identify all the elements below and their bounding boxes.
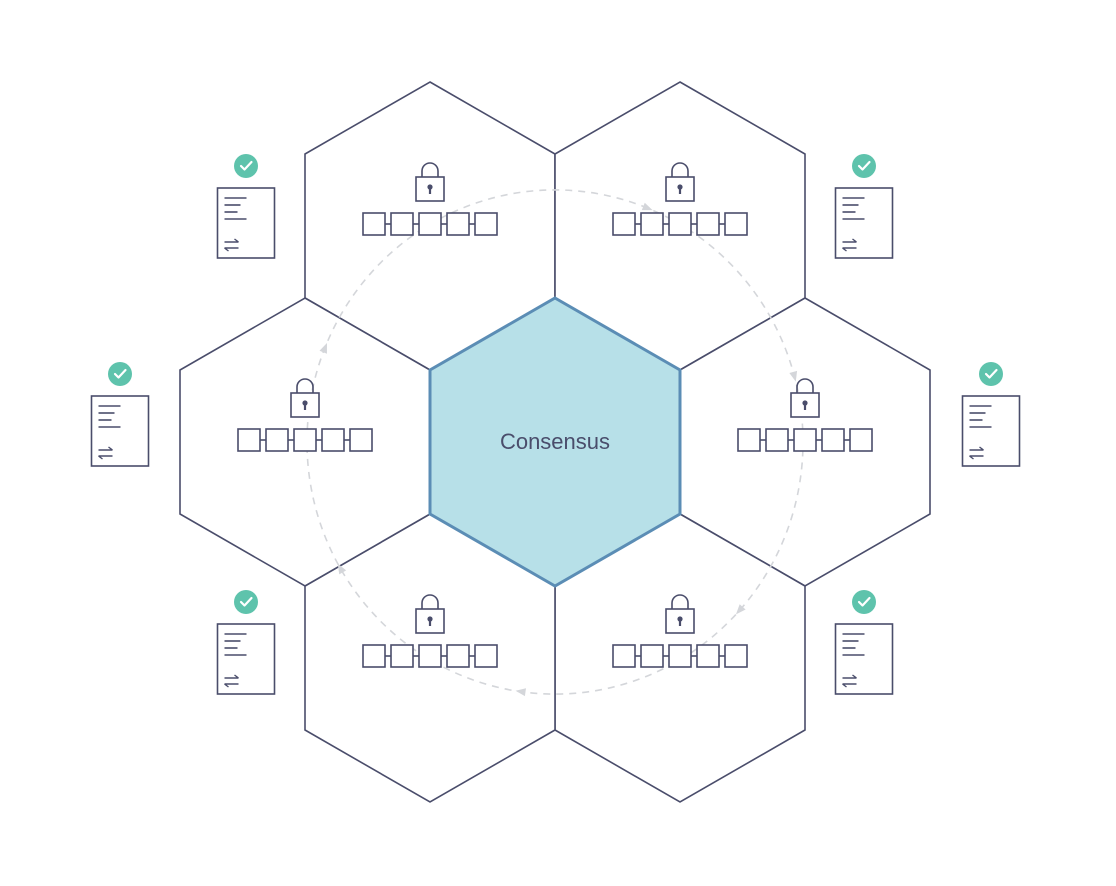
- consensus-hexagon: [428, 296, 682, 588]
- check-icon: [108, 362, 132, 386]
- block-icon: [446, 644, 470, 668]
- transaction-top-right: [834, 154, 894, 259]
- lock-icon: [290, 378, 320, 418]
- block-icon: [418, 212, 442, 236]
- block-icon: [362, 644, 386, 668]
- swap-arrows-icon: [842, 674, 857, 688]
- block-icon: [418, 644, 442, 668]
- lock-icon: [415, 594, 445, 634]
- node-bottom-right: [612, 594, 748, 668]
- block-icon: [737, 428, 761, 452]
- block-icon: [237, 428, 261, 452]
- node-middle-right: [737, 378, 873, 452]
- transaction-bottom-left: [216, 590, 276, 695]
- document-icon: [90, 395, 150, 467]
- transaction-top-left: [216, 154, 276, 259]
- block-chain: [612, 644, 748, 668]
- block-icon: [640, 644, 664, 668]
- block-icon: [821, 428, 845, 452]
- block-icon: [849, 428, 873, 452]
- check-icon: [234, 154, 258, 178]
- block-icon: [474, 212, 498, 236]
- block-icon: [765, 428, 789, 452]
- lock-icon: [665, 162, 695, 202]
- swap-arrows-icon: [224, 674, 239, 688]
- node-middle-left: [237, 378, 373, 452]
- block-icon: [362, 212, 386, 236]
- cycle-arrow-4: [515, 688, 527, 697]
- cycle-arrows: [319, 202, 798, 697]
- document-icon: [961, 395, 1021, 467]
- cycle-arrow-2: [789, 370, 798, 382]
- swap-arrows-icon: [842, 238, 857, 252]
- document-icon: [834, 187, 894, 259]
- block-chain: [362, 644, 498, 668]
- node-contents: [237, 162, 873, 668]
- transaction-bottom-right: [834, 590, 894, 695]
- lock-icon: [790, 378, 820, 418]
- document-icon: [834, 623, 894, 695]
- node-top-right: [612, 162, 748, 236]
- transaction-middle-left: [90, 362, 150, 467]
- swap-arrows-icon: [98, 446, 113, 460]
- transaction-documents: [90, 154, 1021, 695]
- check-icon: [852, 590, 876, 614]
- transaction-middle-right: [961, 362, 1021, 467]
- block-icon: [474, 644, 498, 668]
- block-icon: [321, 428, 345, 452]
- block-icon: [612, 212, 636, 236]
- node-bottom-left: [362, 594, 498, 668]
- block-icon: [265, 428, 289, 452]
- swap-arrows-icon: [969, 446, 984, 460]
- block-chain: [612, 212, 748, 236]
- node-top-left: [362, 162, 498, 236]
- lock-icon: [665, 594, 695, 634]
- lock-icon: [415, 162, 445, 202]
- block-icon: [696, 212, 720, 236]
- block-icon: [724, 644, 748, 668]
- block-icon: [793, 428, 817, 452]
- cycle-arrow-5: [337, 563, 347, 575]
- block-icon: [612, 644, 636, 668]
- block-icon: [668, 212, 692, 236]
- block-icon: [446, 212, 470, 236]
- consensus-label: Consensus: [500, 429, 610, 454]
- cycle-arrow-6: [319, 342, 327, 354]
- swap-arrows-icon: [224, 238, 239, 252]
- block-chain: [362, 212, 498, 236]
- cycle-arrow-1: [641, 202, 653, 211]
- block-chain: [237, 428, 373, 452]
- cycle-arrow-3: [735, 604, 746, 615]
- block-icon: [293, 428, 317, 452]
- block-icon: [640, 212, 664, 236]
- document-icon: [216, 187, 276, 259]
- check-icon: [234, 590, 258, 614]
- check-icon: [852, 154, 876, 178]
- check-icon: [979, 362, 1003, 386]
- document-icon: [216, 623, 276, 695]
- block-chain: [737, 428, 873, 452]
- block-icon: [390, 212, 414, 236]
- block-icon: [696, 644, 720, 668]
- block-icon: [668, 644, 692, 668]
- consensus-center: Consensus: [428, 296, 682, 588]
- block-icon: [724, 212, 748, 236]
- block-icon: [349, 428, 373, 452]
- block-icon: [390, 644, 414, 668]
